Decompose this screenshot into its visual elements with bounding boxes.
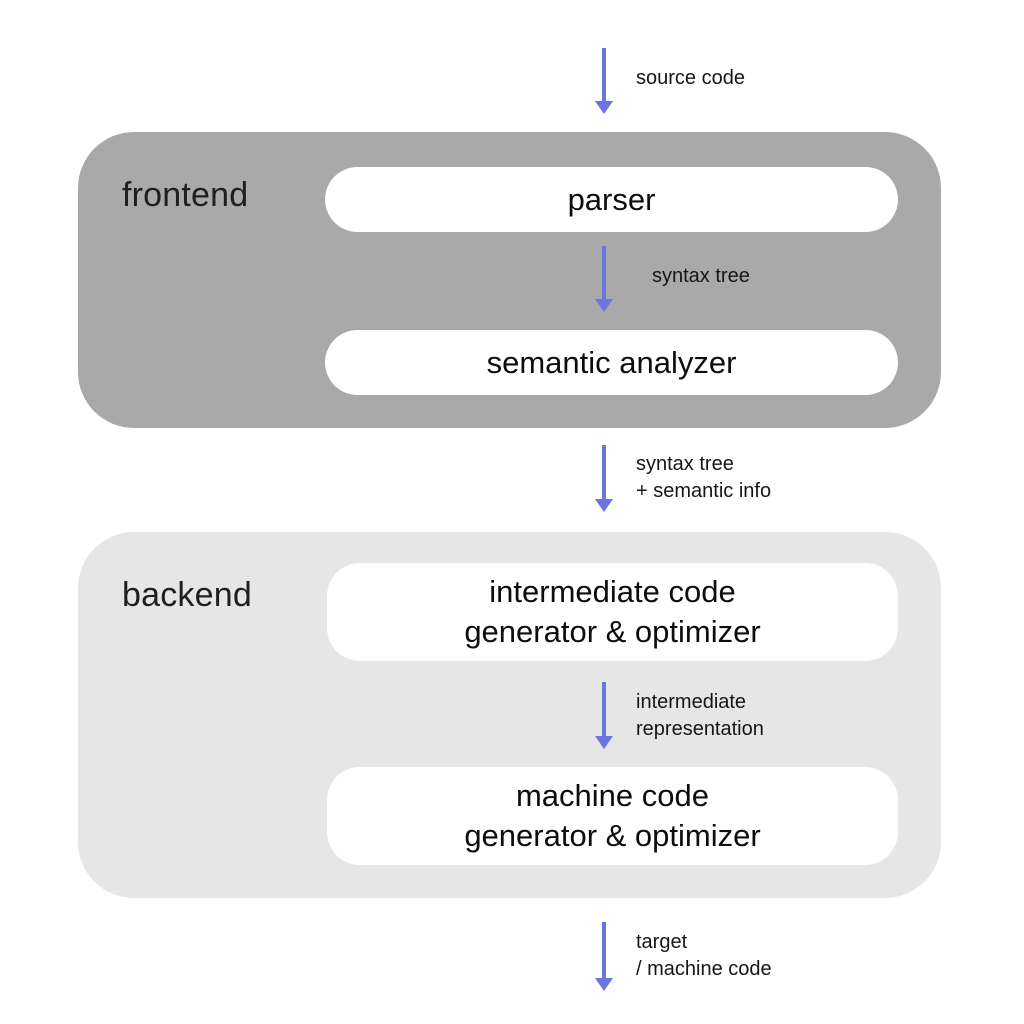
edge-label-line: source code <box>636 67 745 89</box>
node-semantic-analyzer: semantic analyzer <box>325 330 898 395</box>
node-label-line: generator & optimizer <box>464 818 761 853</box>
node-machine-code-generator-optimizer: machine code generator & optimizer <box>327 767 898 865</box>
edge-label-source-code: source code <box>636 65 745 92</box>
edge-label-line: + semantic info <box>636 480 772 502</box>
node-label: parser <box>567 181 656 217</box>
arrow-down-icon <box>602 246 606 299</box>
node-parser: parser <box>325 167 898 232</box>
arrow-down-icon <box>602 48 606 101</box>
backend-group-label: backend <box>122 576 252 614</box>
node-label: semantic analyzer <box>486 344 737 380</box>
arrow-down-icon <box>602 682 606 736</box>
node-label-line: generator & optimizer <box>464 614 761 649</box>
node-label-line: intermediate code <box>489 574 736 609</box>
node-label-line: machine code <box>515 778 709 813</box>
edge-label-syntax-tree-semantic-info: syntax tree + semantic info <box>636 451 771 505</box>
edge-label-intermediate-representation: intermediate representation <box>636 689 764 743</box>
edge-label-line: / machine code <box>636 958 772 980</box>
arrow-down-icon <box>602 922 606 978</box>
frontend-group-label: frontend <box>122 176 249 214</box>
edge-label-line: representation <box>636 718 764 740</box>
edge-label-line: target <box>636 931 688 953</box>
backend-group: backend intermediate code generator & op… <box>78 532 941 898</box>
edge-label-line: syntax tree <box>636 453 734 475</box>
frontend-group: frontend parser semantic analyzer <box>78 132 941 428</box>
edge-label-line: syntax tree <box>652 265 750 287</box>
edge-label-target-machine-code: target / machine code <box>636 929 772 983</box>
arrow-down-icon <box>602 445 606 499</box>
edge-label-syntax-tree: syntax tree <box>652 263 750 290</box>
node-intermediate-code-generator-optimizer: intermediate code generator & optimizer <box>327 563 898 661</box>
edge-label-line: intermediate <box>636 691 747 713</box>
